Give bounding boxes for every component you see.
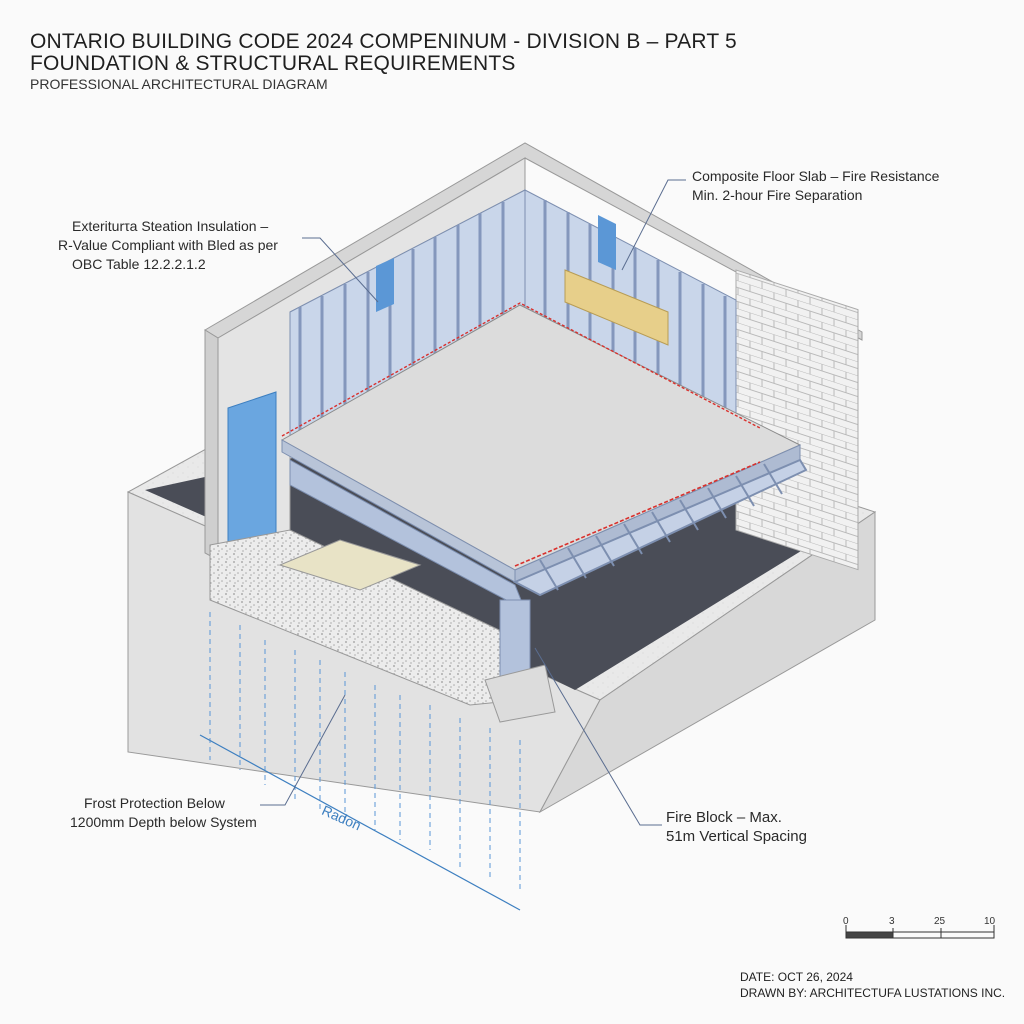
floor-slab-callout: Composite Floor Slab – Fire Resistance M… xyxy=(692,167,939,205)
scale-tick-3: 10 xyxy=(984,916,996,927)
floor-slab-callout-line-1: Composite Floor Slab – Fire Resistance xyxy=(692,168,940,184)
floor-slab-callout-line-2: Min. 2-hour Fire Separation xyxy=(692,187,863,203)
fire-block-callout: Fire Block – Max. 51m Vertical Spacing xyxy=(666,808,807,846)
scale-tick-2: 25 xyxy=(934,916,946,927)
title-line-1: ONTARIO BUILDING CODE 2024 COMPENINUM - … xyxy=(30,30,737,53)
fire-block-callout-line-2: 51m Vertical Spacing xyxy=(666,828,807,845)
timber-header xyxy=(564,269,669,346)
fire-block-callout-line-1: Fire Block – Max. xyxy=(666,809,782,826)
right-stud-wall xyxy=(524,189,737,421)
frost-callout-line-2: 1200mm Depth below System xyxy=(70,814,257,830)
scale-tick-0: 0 xyxy=(843,916,849,927)
insulation-callout: Exteriturτa Steation Insulation – R-Valu… xyxy=(58,217,278,274)
composite-floor-slab xyxy=(280,302,802,583)
brick-wall xyxy=(735,269,859,571)
steel-column xyxy=(484,599,556,723)
title-line-2: FOUNDATION & STRUCTURAL REQUIREMENTS xyxy=(30,52,516,75)
frost-callout-line-1: Frost Protection Below xyxy=(84,795,225,811)
scale-tick-1: 3 xyxy=(889,916,895,927)
drain-pipe xyxy=(278,539,422,591)
leader-lines xyxy=(260,179,686,826)
subtitle: PROFESSIONAL ARCHITECTURAL DIAGRAM xyxy=(30,76,328,92)
frost-callout: Frost Protection Below 1200mm Depth belo… xyxy=(70,794,257,832)
footer-drawn-by: DRAWN BY: ARCHITECTUFA LUSTATIONS INC. xyxy=(740,986,1006,1000)
steel-joists xyxy=(512,458,808,597)
radon-lines xyxy=(209,612,521,890)
insulation-callout-line-1: Exteriturτa Steation Insulation – xyxy=(72,218,269,234)
insulation-callout-line-2: R-Value Compliant with Bled as per xyxy=(58,237,278,253)
footer-date: DATE: OCT 26, 2024 xyxy=(740,970,853,984)
insulation-callout-line-3: OBC Table 12.2.2.1.2 xyxy=(72,256,206,272)
radon-dimension-line xyxy=(199,734,521,911)
left-stud-wall xyxy=(289,189,526,441)
scale-bar xyxy=(845,925,995,939)
